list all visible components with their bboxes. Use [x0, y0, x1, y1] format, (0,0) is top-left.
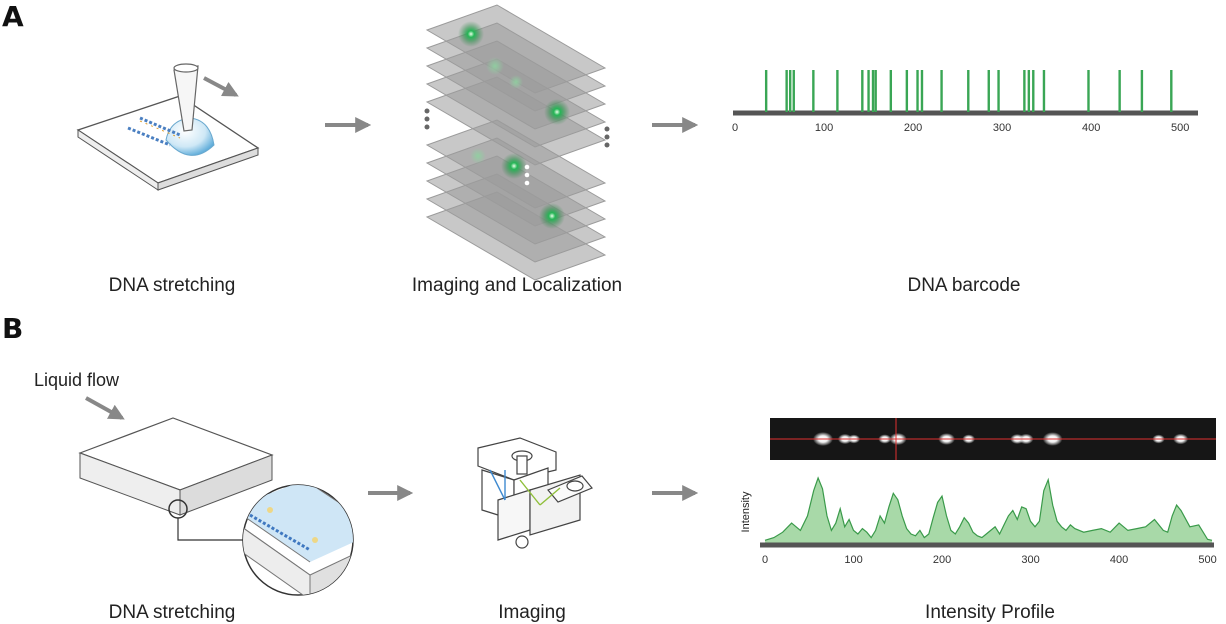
a-stretching-illustration — [76, 63, 260, 191]
barcode-tick-label: 300 — [993, 122, 1011, 134]
barcode-tick-label: 400 — [1082, 122, 1100, 134]
b-channel-inset — [242, 484, 354, 596]
caption-b-intensity-profile: Intensity Profile — [925, 602, 1055, 623]
a-barcode-chart: 0 100 200 300 400 500 — [732, 70, 1198, 134]
profile-tick-label: 400 — [1110, 554, 1128, 566]
profile-tick-label: 300 — [1021, 554, 1039, 566]
intensity-axis-label: Intensity — [740, 491, 752, 532]
b-microscope-illustration — [477, 437, 593, 549]
b-flow-arrow — [85, 396, 125, 420]
a-ellipsis-right — [604, 126, 610, 148]
caption-a-imaging-localization: Imaging and Localization — [411, 275, 623, 296]
a-ellipsis-left — [424, 108, 430, 130]
panel-b-letter: B — [2, 312, 24, 345]
panel-a-letter: A — [2, 0, 24, 33]
barcode-tick-label: 500 — [1171, 122, 1189, 134]
caption-a-dna-barcode: DNA barcode — [907, 275, 1021, 296]
b-intensity-profile-chart: Intensity 0 100 200 300 400 500 — [740, 476, 1217, 566]
profile-area — [765, 478, 1212, 543]
profile-line — [764, 476, 1213, 541]
barcode-tick-label: 200 — [904, 122, 922, 134]
b-flow-chip — [78, 417, 274, 541]
profile-tick-label: 100 — [844, 554, 862, 566]
profile-tick-label: 500 — [1198, 554, 1216, 566]
barcode-tick-label: 100 — [815, 122, 833, 134]
caption-b-dna-stretching: DNA stretching — [108, 602, 236, 623]
caption-b-imaging: Imaging — [498, 602, 566, 623]
liquid-flow-label: Liquid flow — [34, 370, 120, 390]
a-image-stack-top — [425, 4, 607, 166]
profile-tick-label: 0 — [762, 554, 768, 566]
profile-tick-label: 200 — [933, 554, 951, 566]
a-image-stack-bottom — [425, 119, 607, 281]
barcode-tick-label: 0 — [732, 122, 738, 134]
b-fluorescence-image — [770, 418, 1216, 460]
caption-a-dna-stretching: DNA stretching — [108, 275, 236, 296]
